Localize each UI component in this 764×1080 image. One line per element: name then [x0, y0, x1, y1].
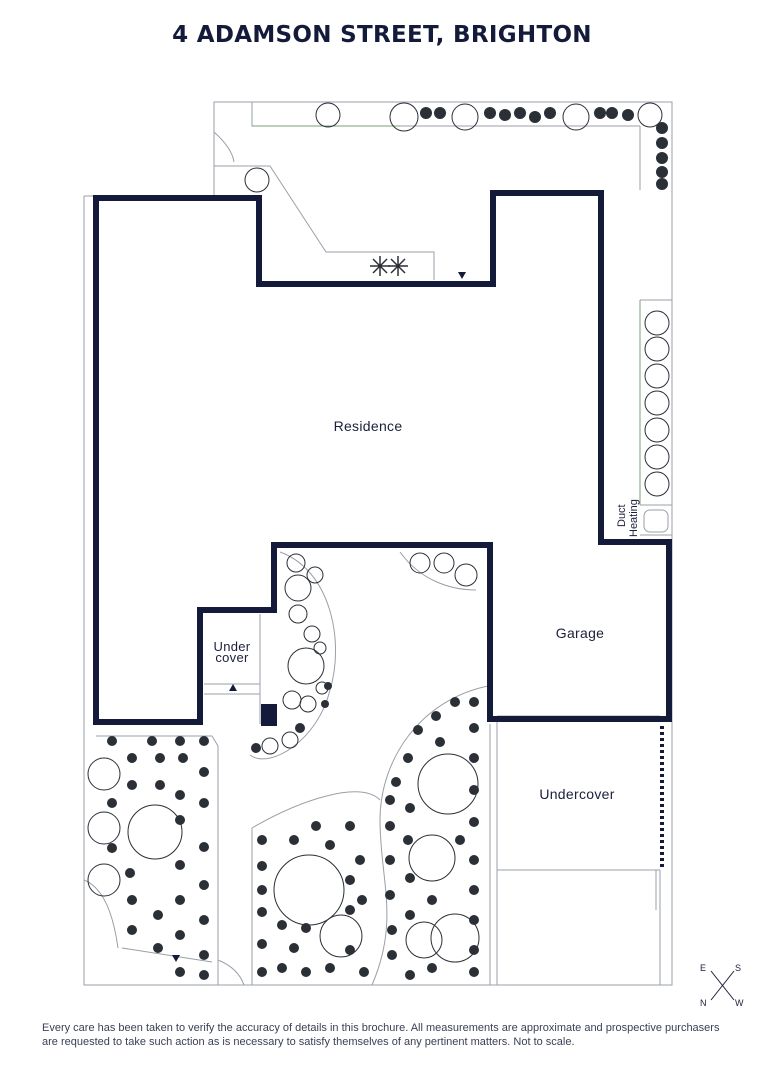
star-plant-icon: [370, 256, 408, 276]
compass-e: E: [700, 963, 706, 973]
duct-label-2: Heating: [628, 499, 640, 537]
room-label-undercover: Undercover: [539, 786, 614, 802]
building-walls: [93, 190, 672, 725]
tree-outlines: [87, 102, 663, 963]
entry-marker-icon: [172, 955, 180, 962]
column-block: [261, 704, 277, 726]
compass-n: N: [700, 998, 707, 1008]
compass-s: S: [735, 963, 741, 973]
compass-icon: E S N W: [700, 963, 744, 1008]
room-label-undercover-left-2: cover: [215, 650, 249, 665]
room-label-undercover-left-1: Under: [214, 639, 251, 654]
hedge-lines: [252, 125, 641, 505]
entry-marker-icon: [229, 684, 237, 691]
room-label-garage: Garage: [556, 625, 605, 641]
room-label-residence: Residence: [334, 418, 403, 434]
shrub-dots: [107, 107, 668, 980]
page-title: 4 ADAMSON STREET, BRIGHTON: [172, 22, 592, 48]
duct-heating-unit: [643, 509, 669, 533]
disclaimer-text: Every care has been taken to verify the …: [42, 1022, 720, 1048]
compass-w: W: [735, 998, 744, 1008]
shrub-outlines: [261, 310, 670, 755]
duct-label-1: Duct: [616, 504, 628, 527]
entry-marker-icon: [458, 272, 466, 279]
